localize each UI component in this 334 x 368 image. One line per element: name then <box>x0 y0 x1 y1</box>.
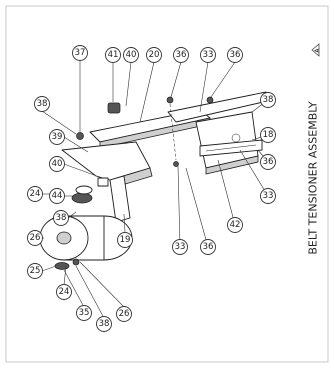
callout-24-a-label: 24 <box>30 189 41 199</box>
bolt-36-a <box>166 96 174 104</box>
callout-38-right: 38 <box>260 92 276 108</box>
callout-44: 44 <box>49 188 65 204</box>
callout-33-a-label: 33 <box>203 50 214 60</box>
corner-revision-mark: A <box>311 43 321 57</box>
callout-18: 18 <box>260 127 276 143</box>
corner-mark-text: A <box>314 48 321 53</box>
callout-33-b: 33 <box>260 188 276 204</box>
callout-42: 42 <box>227 217 243 233</box>
nut-37 <box>76 132 84 140</box>
callout-35: 35 <box>76 305 92 321</box>
bolt-axis <box>169 103 177 161</box>
callout-25-label: 25 <box>30 266 41 276</box>
callout-37: 37 <box>72 45 88 61</box>
bracket-leg <box>109 175 131 223</box>
callout-36-d-label: 36 <box>203 242 214 252</box>
callout-33-c-label: 33 <box>175 242 186 252</box>
spacer-41 <box>107 102 121 114</box>
callout-40-mid: 40 <box>49 156 65 172</box>
callout-26-bottom-label: 26 <box>119 309 130 319</box>
nut-lower <box>72 258 80 266</box>
callout-40-mid-label: 40 <box>52 159 63 169</box>
callout-36-d: 36 <box>200 239 216 255</box>
callout-33-a: 33 <box>200 47 216 63</box>
bracket-hole <box>231 133 241 143</box>
callout-36-a: 36 <box>173 47 189 63</box>
callout-36-c-label: 36 <box>263 157 274 167</box>
mounting-bracket-flange <box>205 155 259 175</box>
bolt-36-c <box>173 161 179 167</box>
spacer-40 <box>97 177 109 187</box>
callout-38-bottom-label: 38 <box>99 319 110 329</box>
bolt-36-b <box>206 96 214 104</box>
balloon-callouts: 37 41 40 20 36 33 36 38 18 36 33 42 36 3… <box>27 45 276 332</box>
callout-38-topleft: 38 <box>34 96 50 112</box>
bearing-upper <box>75 185 93 195</box>
callout-36-b-label: 36 <box>230 50 241 60</box>
washer-lower <box>54 262 70 270</box>
callout-38-topleft-label: 38 <box>37 99 48 109</box>
sheet-frame <box>5 5 329 363</box>
callout-36-c: 36 <box>260 154 276 170</box>
callout-26-mid-label: 26 <box>30 233 41 243</box>
callout-24-a: 24 <box>27 186 43 202</box>
callout-35-label: 35 <box>79 308 90 318</box>
washer-upper <box>71 192 93 204</box>
pulley-hub <box>56 231 72 245</box>
callout-39-label: 39 <box>52 132 63 142</box>
callout-18-label: 18 <box>263 130 274 140</box>
callout-19-label: 19 <box>120 235 131 245</box>
callout-24-b-label: 24 <box>59 287 70 297</box>
callout-20-label: 20 <box>149 50 160 60</box>
callout-39: 39 <box>49 129 65 145</box>
callout-38-mid-label: 38 <box>56 213 67 223</box>
callout-38-bottom: 38 <box>96 316 112 332</box>
assembly-title: BELT TENSIONER ASSEMBLY <box>307 101 320 255</box>
callout-38-mid: 38 <box>53 210 69 226</box>
callout-26-bottom: 26 <box>116 306 132 322</box>
callout-20: 20 <box>146 47 162 63</box>
callout-36-a-label: 36 <box>176 50 187 60</box>
callout-24-b: 24 <box>56 284 72 300</box>
callout-25: 25 <box>27 263 43 279</box>
callout-36-b: 36 <box>227 47 243 63</box>
callout-19: 19 <box>117 232 133 248</box>
callout-33-b-label: 33 <box>263 191 274 201</box>
callout-37-label: 37 <box>75 48 86 58</box>
callout-38-right-label: 38 <box>263 95 274 105</box>
callout-41-label: 41 <box>108 50 119 60</box>
assembly-parts <box>39 91 273 270</box>
callout-40-top-label: 40 <box>126 50 137 60</box>
callout-26-mid: 26 <box>27 230 43 246</box>
callout-33-c: 33 <box>172 239 188 255</box>
callout-40-top: 40 <box>123 47 139 63</box>
rail-slot <box>205 144 257 152</box>
callout-42-label: 42 <box>230 220 241 230</box>
callout-44-label: 44 <box>52 191 63 201</box>
callout-41: 41 <box>105 47 121 63</box>
